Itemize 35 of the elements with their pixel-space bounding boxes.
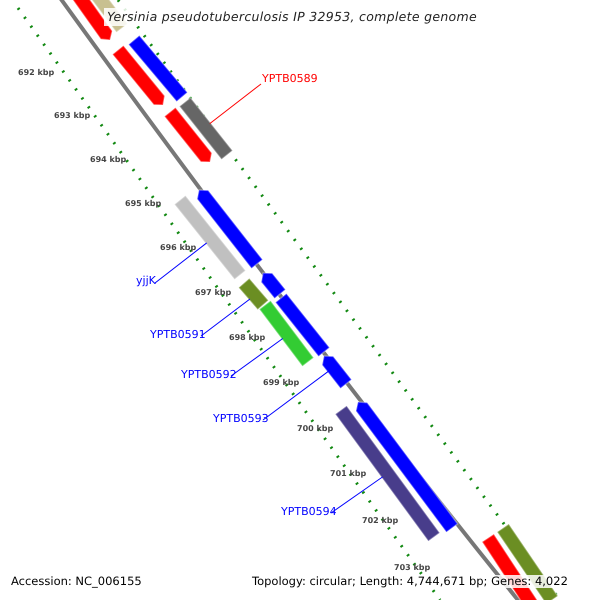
scale-label: 698 kbp (229, 333, 266, 342)
leader-line (209, 84, 262, 124)
gene-label: YPTB0593 (213, 413, 269, 426)
scale-label: 697 kbp (195, 288, 232, 298)
scale-label: 701 kbp (330, 469, 366, 478)
gene-label: YPTB0591 (150, 329, 206, 342)
scale-label: 699 kbp (263, 378, 300, 388)
gene-bar (260, 272, 286, 300)
genome-summary: Topology: circular; Length: 4,744,671 bp; Genes: 4,022 (250, 575, 570, 588)
scale-label: 696 kbp (160, 243, 196, 252)
gene-bar (128, 34, 188, 103)
scale-label: 700 kbp (297, 424, 334, 434)
leader-line (154, 242, 208, 284)
gene-bar (238, 277, 270, 311)
scale-label: 702 kbp (362, 516, 398, 526)
gene-label: YPTB0592 (181, 369, 237, 382)
accession-text: Accession: NC_006155 (9, 575, 144, 588)
leader-line (230, 338, 284, 376)
scale-label: 703 kbp (394, 563, 430, 572)
leader-line (262, 370, 329, 420)
gene-label: YPTB0594 (281, 506, 337, 519)
gene-bar (163, 106, 213, 163)
gene-label: yjjK (136, 275, 156, 288)
gene-bar (274, 292, 331, 358)
scale-label: 695 kbp (125, 199, 162, 208)
gene-bar (196, 189, 264, 270)
gene-label: YPTB0589 (262, 73, 318, 86)
gene-bar (321, 355, 353, 390)
gene-bar (178, 96, 234, 160)
leader-line (200, 298, 250, 336)
scale-label: 694 kbp (90, 155, 126, 164)
scale-label: 693 kbp (54, 111, 90, 120)
leader-line (330, 476, 384, 514)
scale-label: 692 kbp (18, 68, 54, 78)
gene-bar (112, 44, 166, 106)
